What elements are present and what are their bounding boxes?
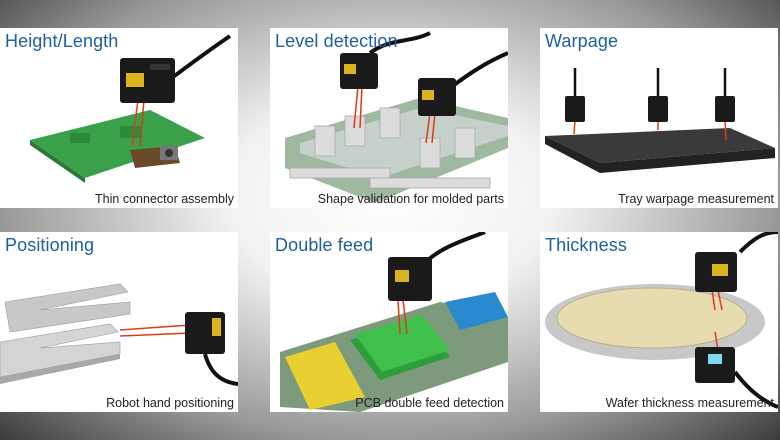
card-caption: Robot hand positioning (106, 396, 234, 410)
card-title: Positioning (5, 235, 95, 255)
application-card-height-length: Height/Length Thin connector assembly (0, 28, 238, 208)
card-title: Warpage (545, 31, 619, 51)
card-caption: Tray warpage measurement (618, 192, 774, 206)
application-card-double-feed: Double feed PCB double feed detection (270, 232, 508, 412)
card-caption: Wafer thickness measurement (605, 396, 774, 410)
sensor-tray-illustration (545, 68, 775, 173)
card-title: Thickness (545, 235, 627, 255)
application-card-level-detection: Level detection Shape validation for mol… (270, 28, 508, 208)
card-caption: Thin connector assembly (95, 192, 234, 206)
sensor-wafer-illustration (545, 232, 778, 409)
sensor-molded-parts-illustration (285, 31, 508, 203)
card-title: Double feed (275, 235, 374, 255)
sensor-pcb-conveyor-illustration (280, 232, 508, 412)
application-card-thickness: Thickness Wafer thickness measurement (540, 232, 778, 412)
card-title: Level detection (275, 31, 398, 51)
card-caption: PCB double feed detection (355, 396, 504, 410)
application-card-warpage: Warpage Tray warpage measurement (540, 28, 778, 208)
sensor-robot-hand-illustration (0, 283, 238, 386)
card-caption: Shape validation for molded parts (317, 192, 504, 206)
card-title: Height/Length (5, 31, 119, 51)
application-card-positioning: Positioning Robot hand positioning (0, 232, 238, 412)
sensor-pcb-illustration (30, 34, 232, 183)
